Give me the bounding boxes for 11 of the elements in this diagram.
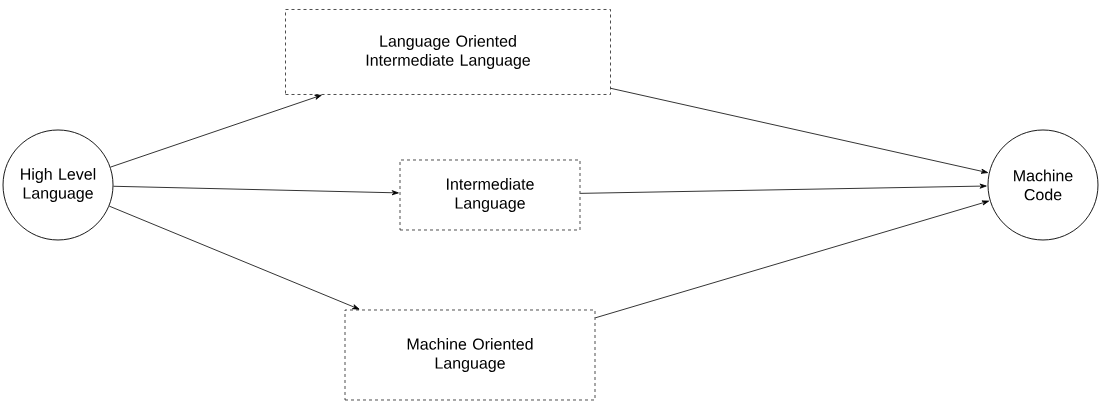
arrow [113,185,399,196]
circle-node: Machine Code [987,129,1099,241]
process-box: Machine Oriented Language [344,309,596,401]
arrow [110,94,322,168]
arrow [108,205,360,310]
arrow [579,183,987,194]
arrow [594,200,990,319]
circle-node: High Level Language [2,129,114,241]
arrow [610,87,989,174]
process-box: Language Oriented Intermediate Language [285,9,611,95]
process-box: Intermediate Language [399,159,581,231]
